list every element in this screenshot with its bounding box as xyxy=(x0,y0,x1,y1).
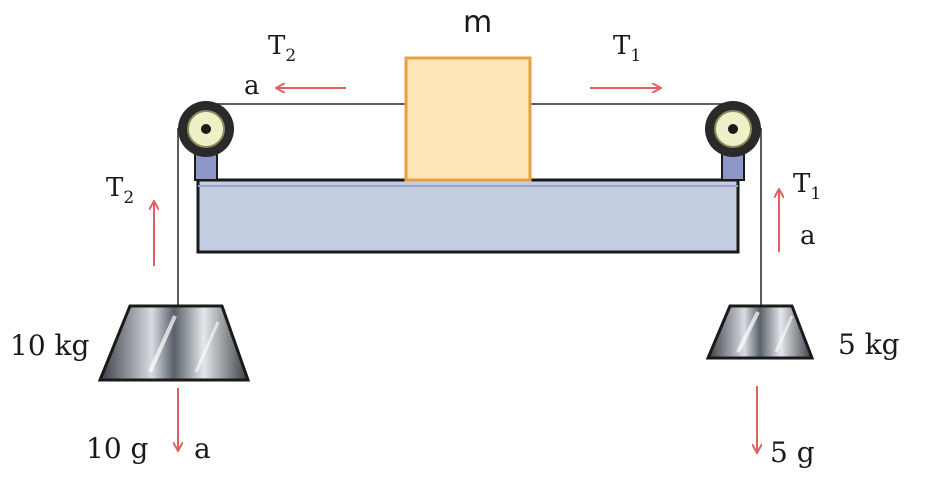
left-vertical-tension-sub: 2 xyxy=(123,188,134,208)
strings xyxy=(177,103,762,306)
right-vertical-accel-label: a xyxy=(800,221,816,251)
left-mass-label: 10 kg xyxy=(10,329,89,362)
top-right-tension-sub: 1 xyxy=(630,46,641,66)
svg-text:T2: T2 xyxy=(268,31,296,66)
left-pulley xyxy=(178,101,234,157)
right-weight xyxy=(705,304,815,360)
left-vertical-tension-label: T xyxy=(106,173,124,203)
left-weight-accel-label: a xyxy=(194,432,211,465)
block-m xyxy=(404,56,532,182)
left-weight xyxy=(97,304,251,382)
right-mass-label: 5 kg xyxy=(838,328,900,361)
table xyxy=(196,178,740,254)
svg-text:T1: T1 xyxy=(793,169,821,204)
block-label: m xyxy=(463,5,492,40)
svg-text:T1: T1 xyxy=(613,31,641,66)
top-left-tension-sub: 2 xyxy=(285,46,296,66)
top-left-tension-label: T xyxy=(268,31,286,61)
top-left-accel-label: a xyxy=(244,71,260,101)
top-right-tension-label: T xyxy=(613,31,631,61)
right-vertical-tension-sub: 1 xyxy=(810,184,821,204)
svg-text:T2: T2 xyxy=(106,173,134,208)
right-weight-label: 5 g xyxy=(770,436,815,469)
right-pulley xyxy=(705,101,761,157)
right-vertical-tension-label: T xyxy=(793,169,811,199)
left-weight-label: 10 g xyxy=(86,432,149,465)
